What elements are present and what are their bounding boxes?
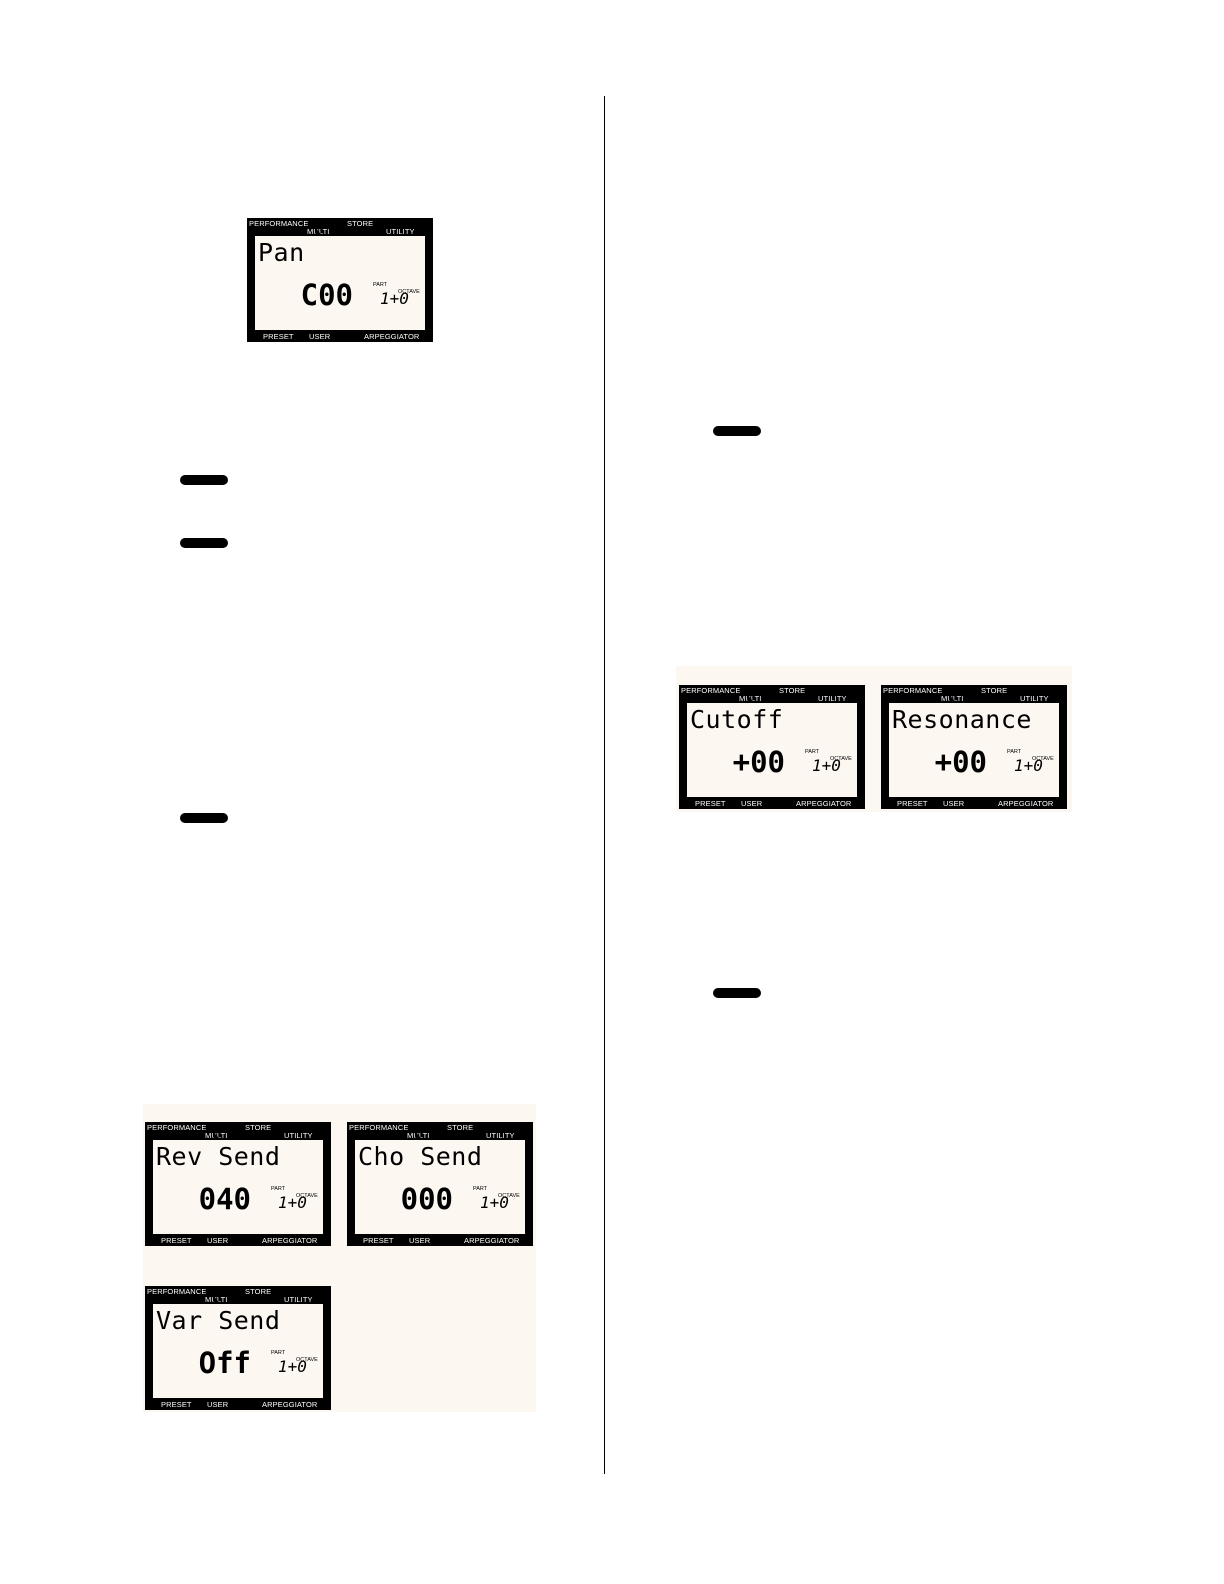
lcd-label-user: USER [943, 799, 965, 808]
mode-pointer-icon [414, 1134, 422, 1140]
lcd-label-store: STORE [447, 1123, 474, 1132]
lcd-parameter-value: Off [198, 1346, 251, 1380]
lcd-parameter-name: Resonance [892, 705, 1032, 734]
lcd-label-utility: UTILITY [1020, 694, 1049, 703]
lcd-label-utility: UTILITY [818, 694, 847, 703]
lcd-parameter-name: Cutoff [690, 705, 784, 734]
lcd-label-octave: OCTAVE [1032, 756, 1054, 762]
lcd-label-utility: UTILITY [284, 1131, 313, 1140]
lcd-label-performance: PERFORMANCE [349, 1123, 409, 1132]
mode-pointer-icon [212, 1298, 220, 1304]
lcd-parameter-value: +00 [934, 745, 987, 779]
lcd-label-store: STORE [981, 686, 1008, 695]
button-bar-icon [180, 475, 228, 485]
lcd-label-user: USER [207, 1400, 229, 1409]
mode-pointer-icon [314, 230, 322, 236]
lcd-parameter-name: Rev Send [156, 1142, 281, 1171]
lcd-octave-value: 1+0 [278, 1193, 307, 1212]
lcd-parameter-value: C00 [300, 278, 353, 312]
lcd-label-part: PART [271, 1186, 286, 1192]
lcd-label-performance: PERFORMANCE [681, 686, 741, 695]
lcd-label-performance: PERFORMANCE [147, 1287, 207, 1296]
lcd-octave-value: 1+0 [480, 1193, 509, 1212]
lcd-label-preset: PRESET [161, 1400, 192, 1409]
lcd-label-arpeggiator: ARPEGGIATOR [364, 332, 420, 341]
button-bar-icon [180, 813, 228, 823]
lcd-parameter-name: Pan [258, 238, 305, 267]
lcd-label-user: USER [741, 799, 763, 808]
lcd-label-preset: PRESET [161, 1236, 192, 1245]
mode-pointer-icon [746, 697, 754, 703]
button-bar-icon [180, 538, 228, 548]
lcd-label-preset: PRESET [695, 799, 726, 808]
mode-pointer-icon [212, 1134, 220, 1140]
lcd-label-part: PART [473, 1186, 488, 1192]
mode-pointer-icon [948, 697, 956, 703]
lcd-label-arpeggiator: ARPEGGIATOR [464, 1236, 520, 1245]
lcd-label-user: USER [309, 332, 331, 341]
lcd-label-store: STORE [245, 1287, 272, 1296]
lcd-label-store: STORE [347, 219, 374, 228]
lcd-octave-value: 1+0 [278, 1357, 307, 1376]
button-bar-icon [713, 988, 761, 998]
lcd-octave-value: 1+0 [1014, 756, 1043, 775]
lcd-parameter-value: 040 [198, 1182, 251, 1216]
lcd-label-preset: PRESET [263, 332, 294, 341]
lcd-label-octave: OCTAVE [296, 1357, 318, 1363]
lcd-octave-value: 1+0 [812, 756, 841, 775]
lcd-label-part: PART [271, 1350, 286, 1356]
lcd-label-performance: PERFORMANCE [883, 686, 943, 695]
lcd-label-store: STORE [245, 1123, 272, 1132]
lcd-label-arpeggiator: ARPEGGIATOR [998, 799, 1054, 808]
lcd-label-user: USER [207, 1236, 229, 1245]
lcd-octave-value: 1+0 [380, 289, 409, 308]
lcd-label-arpeggiator: ARPEGGIATOR [796, 799, 852, 808]
lcd-parameter-name: Var Send [156, 1306, 281, 1335]
lcd-parameter-value: 000 [400, 1182, 453, 1216]
lcd-parameter-value: +00 [732, 745, 785, 779]
lcd-label-performance: PERFORMANCE [249, 219, 309, 228]
lcd-label-part: PART [805, 749, 820, 755]
lcd-label-octave: OCTAVE [498, 1193, 520, 1199]
lcd-label-part: PART [1007, 749, 1022, 755]
lcd-label-octave: OCTAVE [398, 289, 420, 295]
column-divider [604, 96, 605, 1474]
lcd-label-part: PART [373, 282, 388, 288]
lcd-label-preset: PRESET [897, 799, 928, 808]
lcd-label-utility: UTILITY [284, 1295, 313, 1304]
lcd-label-store: STORE [779, 686, 806, 695]
lcd-label-arpeggiator: ARPEGGIATOR [262, 1236, 318, 1245]
lcd-parameter-name: Cho Send [358, 1142, 483, 1171]
lcd-label-octave: OCTAVE [296, 1193, 318, 1199]
lcd-label-performance: PERFORMANCE [147, 1123, 207, 1132]
lcd-label-preset: PRESET [363, 1236, 394, 1245]
lcd-label-octave: OCTAVE [830, 756, 852, 762]
lcd-label-utility: UTILITY [386, 227, 415, 236]
lcd-label-utility: UTILITY [486, 1131, 515, 1140]
lcd-label-arpeggiator: ARPEGGIATOR [262, 1400, 318, 1409]
button-bar-icon [713, 426, 761, 436]
lcd-label-user: USER [409, 1236, 431, 1245]
